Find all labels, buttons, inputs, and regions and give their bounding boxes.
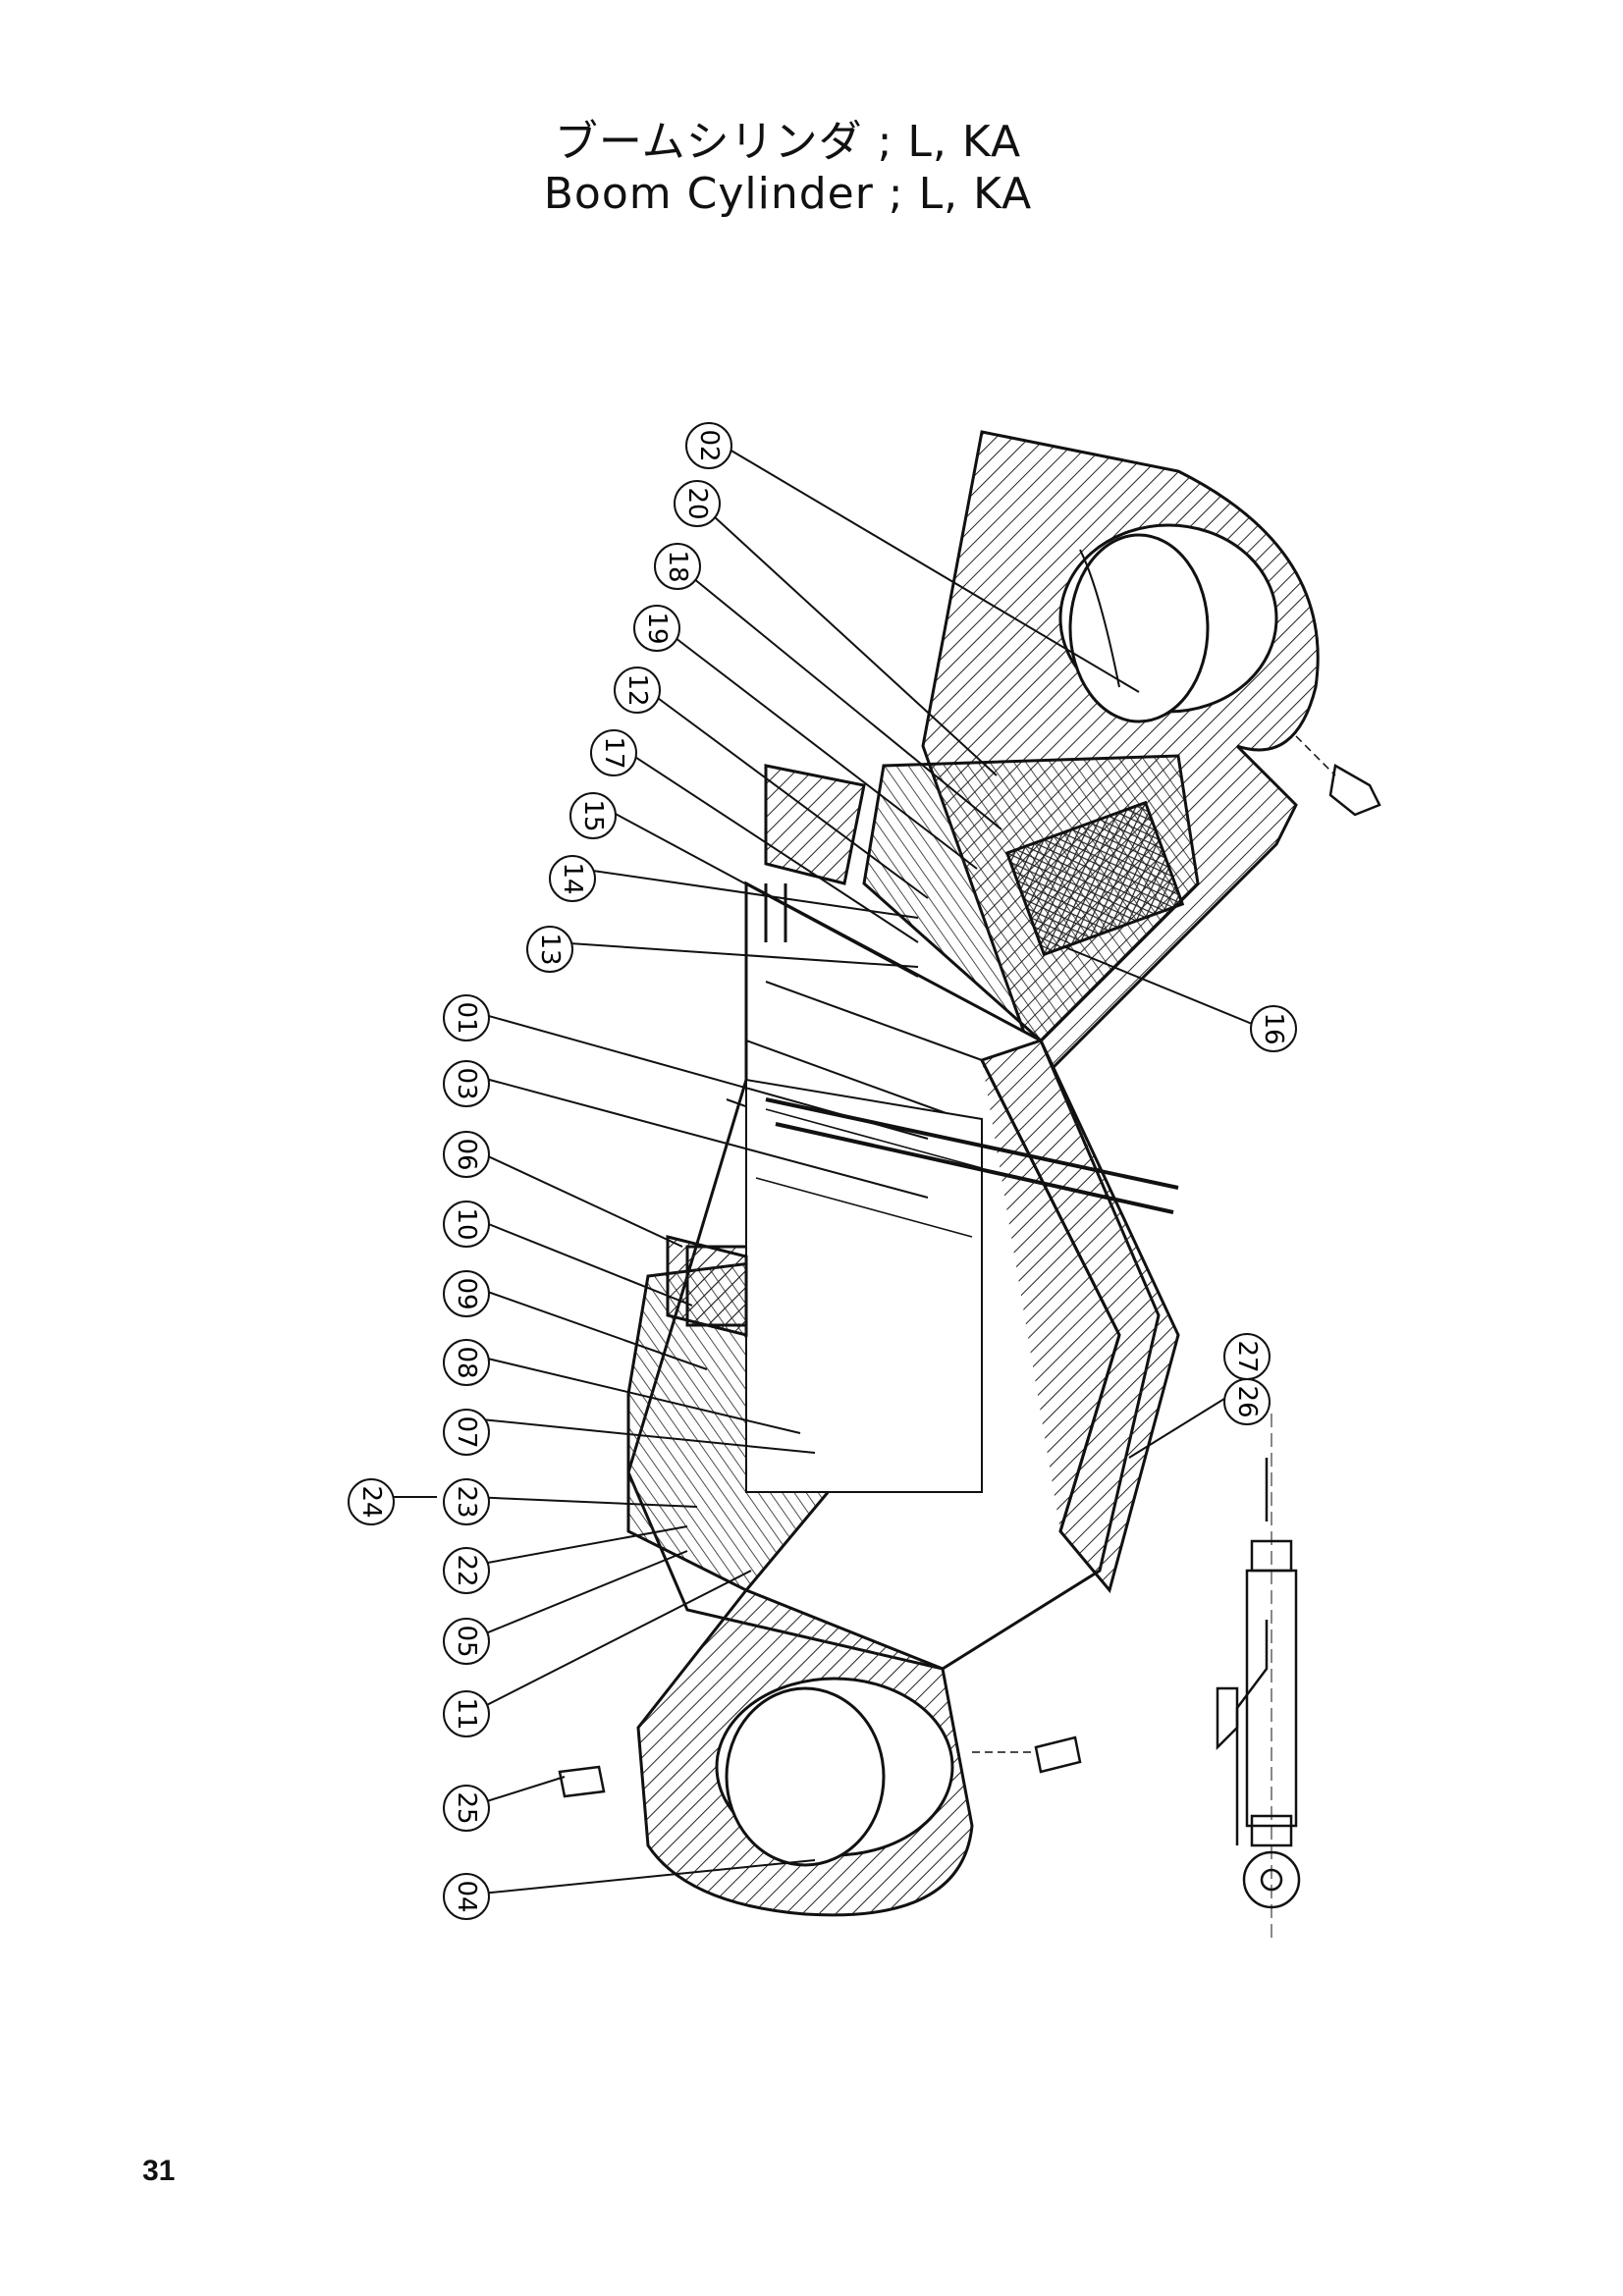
callout-05: 05 bbox=[443, 1618, 490, 1665]
callout-11: 11 bbox=[443, 1690, 490, 1737]
page-number: 31 bbox=[142, 2155, 176, 2187]
svg-text:11: 11 bbox=[452, 1697, 481, 1730]
callout-04: 04 bbox=[443, 1873, 490, 1920]
svg-text:27: 27 bbox=[1232, 1340, 1262, 1372]
callout-20: 20 bbox=[674, 480, 721, 527]
svg-text:17: 17 bbox=[599, 736, 628, 769]
svg-text:24: 24 bbox=[356, 1485, 386, 1518]
callout-23: 23 bbox=[443, 1478, 490, 1525]
callout-10: 10 bbox=[443, 1201, 490, 1248]
svg-text:14: 14 bbox=[558, 862, 587, 894]
page-title-english: Boom Cylinder ; L, KA bbox=[543, 169, 1033, 219]
svg-text:13: 13 bbox=[535, 933, 565, 965]
callout-03: 03 bbox=[443, 1060, 490, 1107]
page-title-japanese: ブームシリンダ ; L, KA bbox=[554, 117, 1022, 167]
cylinder-body bbox=[626, 430, 1320, 1917]
svg-text:20: 20 bbox=[682, 487, 712, 519]
svg-text:22: 22 bbox=[452, 1554, 481, 1586]
callout-27: 27 bbox=[1223, 1333, 1271, 1380]
svg-text:15: 15 bbox=[578, 799, 608, 831]
svg-text:08: 08 bbox=[452, 1346, 481, 1378]
svg-text:07: 07 bbox=[452, 1415, 481, 1448]
callout-15: 15 bbox=[569, 792, 617, 839]
callout-02: 02 bbox=[685, 422, 732, 469]
callout-14: 14 bbox=[549, 855, 596, 902]
callout-19: 19 bbox=[633, 605, 680, 652]
callout-17: 17 bbox=[590, 729, 637, 776]
callout-24: 24 bbox=[348, 1478, 395, 1525]
svg-text:18: 18 bbox=[663, 550, 692, 582]
callout-08: 08 bbox=[443, 1339, 490, 1386]
grease-nipple-bottom-right bbox=[1034, 1735, 1082, 1774]
grease-nipple-top bbox=[1328, 764, 1381, 817]
callout-13: 13 bbox=[526, 926, 573, 973]
svg-text:12: 12 bbox=[622, 673, 652, 706]
callout-25: 25 bbox=[443, 1785, 490, 1832]
svg-text:26: 26 bbox=[1232, 1385, 1262, 1417]
pipe-layout-inset bbox=[1216, 1414, 1301, 1939]
svg-text:09: 09 bbox=[452, 1277, 481, 1309]
callout-16: 16 bbox=[1250, 1005, 1297, 1052]
callout-26: 26 bbox=[1223, 1378, 1271, 1425]
svg-text:01: 01 bbox=[452, 1001, 481, 1034]
callout-07: 07 bbox=[443, 1409, 490, 1456]
svg-text:10: 10 bbox=[452, 1207, 481, 1240]
svg-text:04: 04 bbox=[452, 1880, 481, 1912]
leader-lines bbox=[393, 446, 1258, 1896]
callout-01: 01 bbox=[443, 994, 490, 1041]
svg-text:05: 05 bbox=[452, 1625, 481, 1657]
svg-text:25: 25 bbox=[452, 1791, 481, 1824]
svg-text:23: 23 bbox=[452, 1485, 481, 1518]
callout-06: 06 bbox=[443, 1131, 490, 1178]
svg-text:03: 03 bbox=[452, 1067, 481, 1099]
callout-22: 22 bbox=[443, 1547, 490, 1594]
callout-09: 09 bbox=[443, 1270, 490, 1317]
grease-nipple-bottom-left bbox=[558, 1765, 606, 1798]
callout-12: 12 bbox=[614, 667, 661, 714]
svg-text:19: 19 bbox=[642, 612, 672, 644]
svg-text:06: 06 bbox=[452, 1138, 481, 1170]
callout-18: 18 bbox=[654, 543, 701, 590]
svg-text:02: 02 bbox=[694, 429, 724, 461]
svg-text:16: 16 bbox=[1259, 1012, 1288, 1044]
